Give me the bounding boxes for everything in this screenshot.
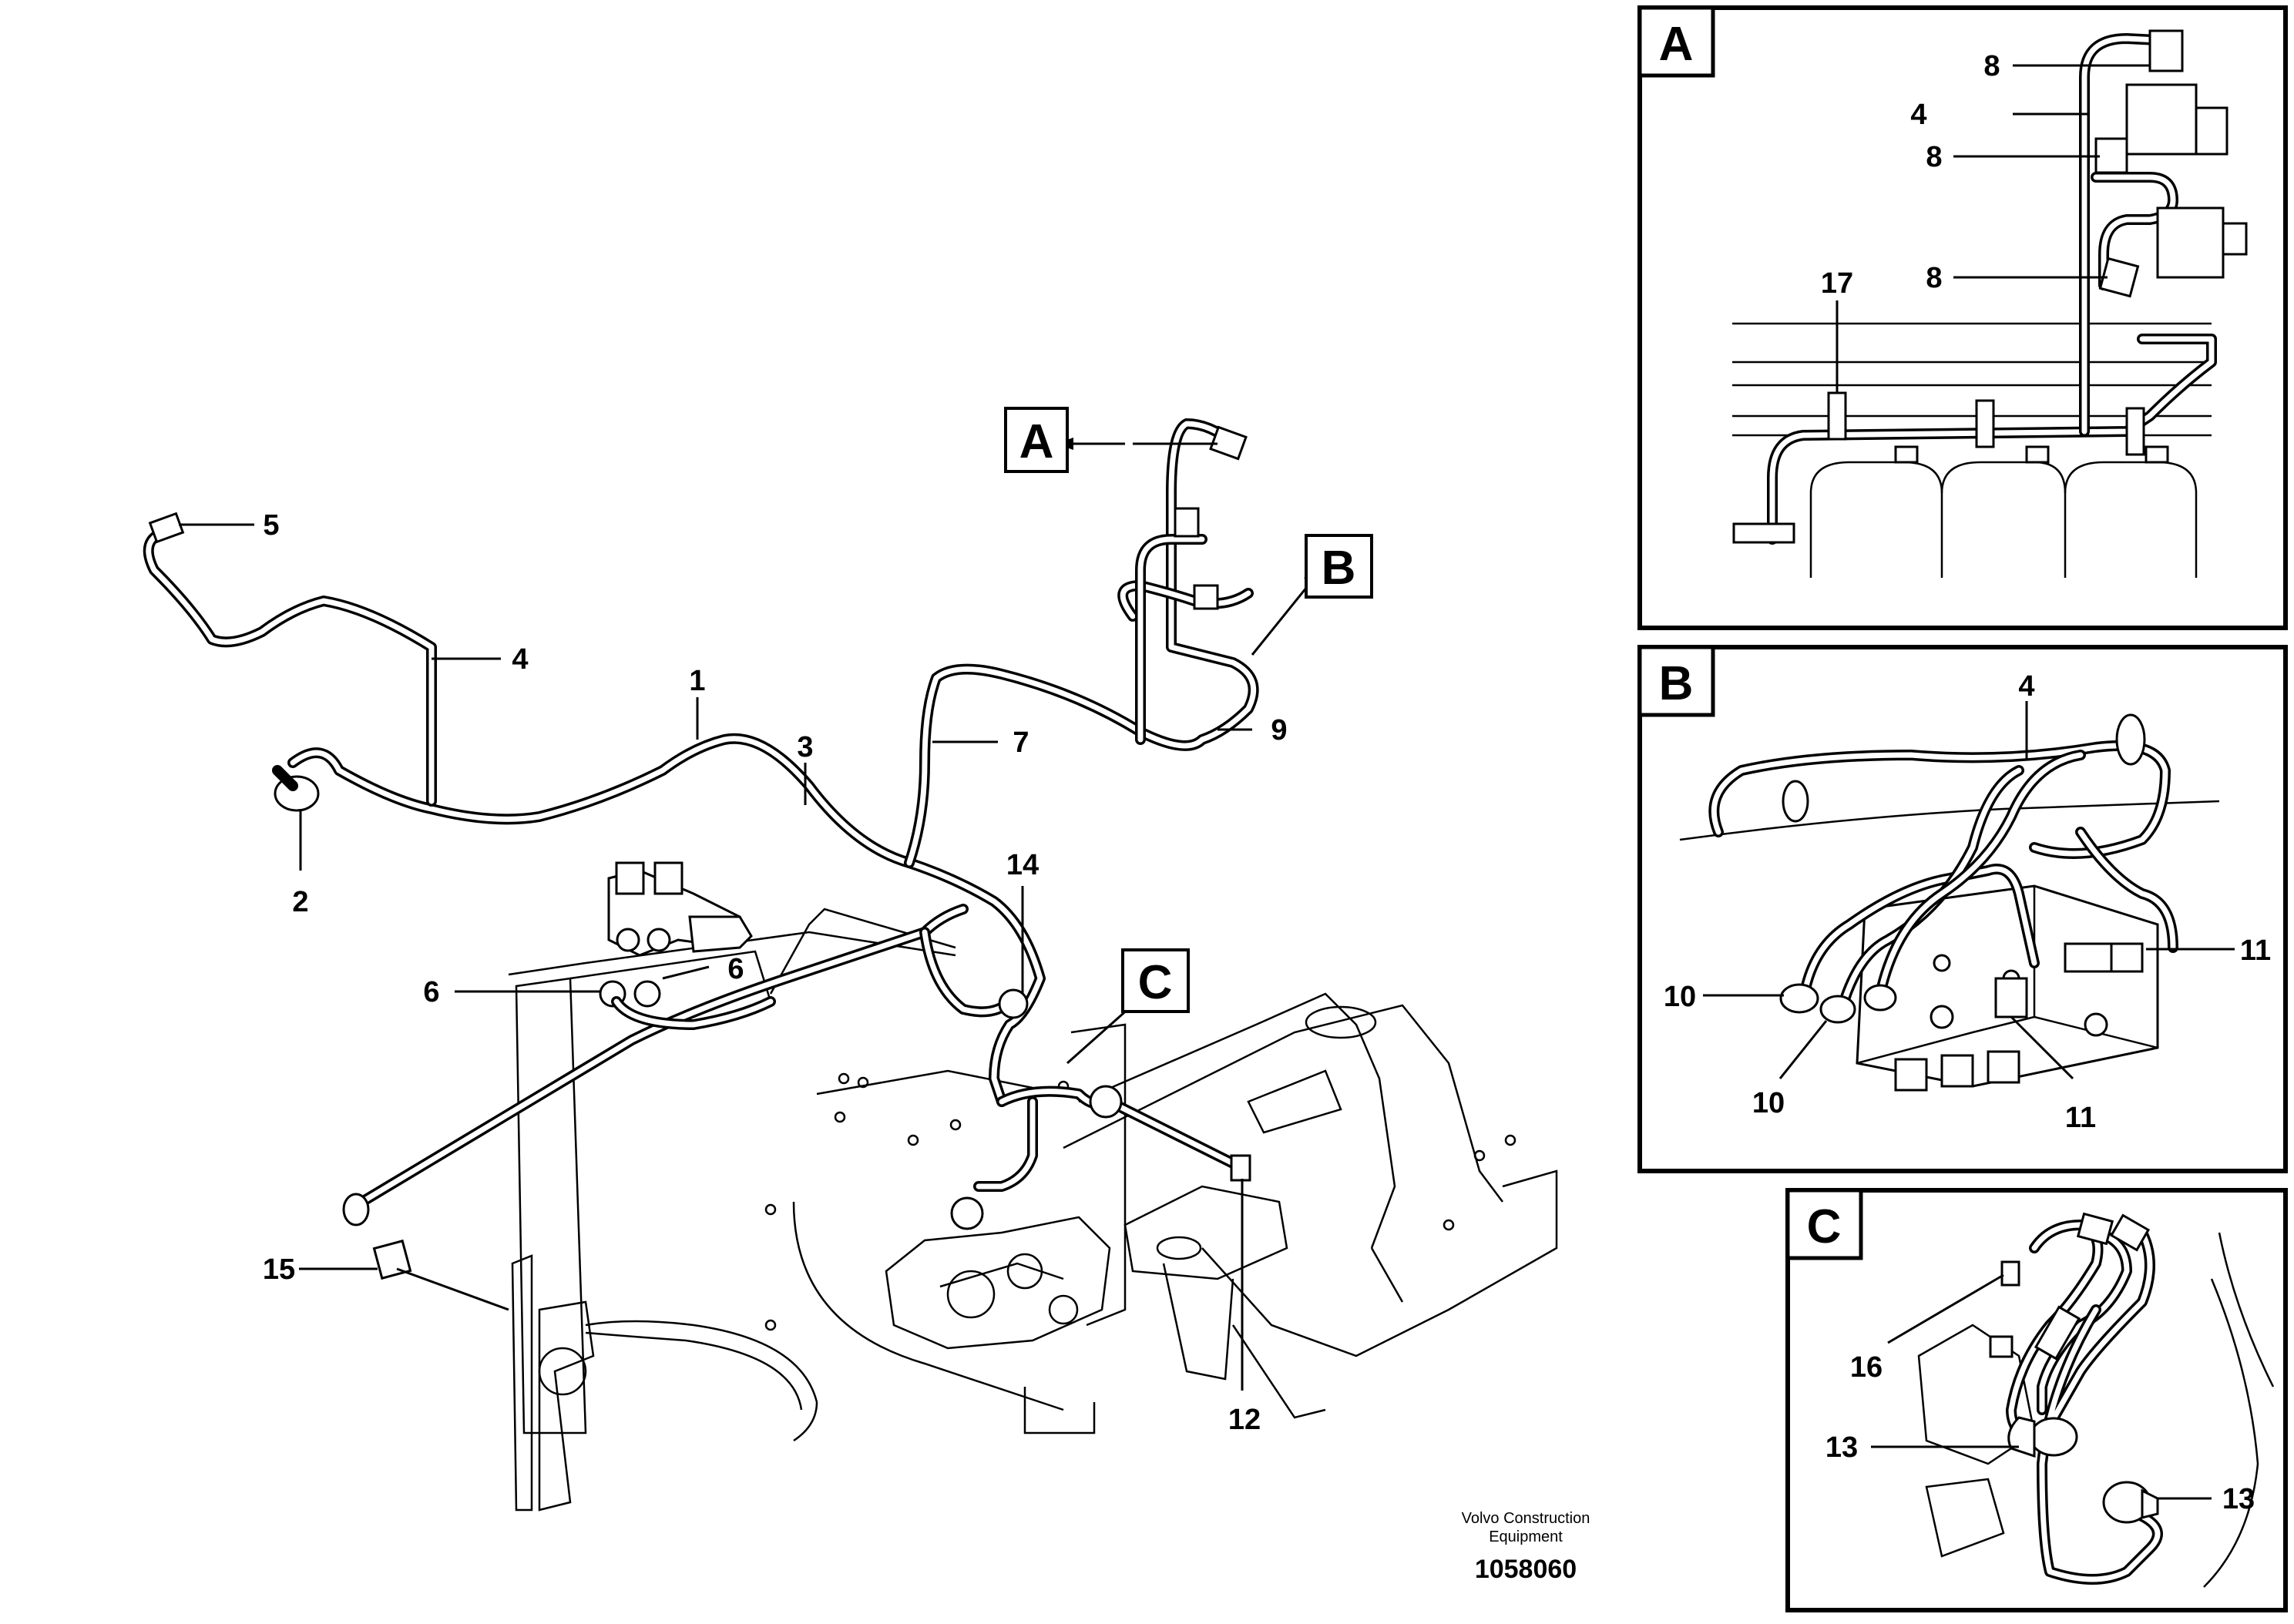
detail-c-callout-13b: 13 [2222,1483,2255,1515]
detail-a-callout-17: 17 [1821,267,1853,300]
detail-a-panel: A 8 4 [1637,5,2288,630]
hose-7 [904,418,1259,868]
callout-3: 3 [797,731,813,763]
callout-14: 14 [1006,849,1039,881]
detail-a-callout-8c: 8 [1926,262,1942,294]
footer-company-line1: Volvo Construction [1462,1510,1590,1527]
detail-c-callout-16: 16 [1850,1351,1883,1384]
callout-12: 12 [1228,1404,1261,1436]
detail-b-callout-4: 4 [2018,670,2034,703]
hose-15 [342,904,1015,1280]
detail-a-callout-8a: 8 [1983,50,2000,82]
hose-1 [272,733,1046,1107]
detail-b-callout-10a: 10 [1664,981,1696,1013]
detail-c-title: C [1807,1200,1842,1253]
detail-a-callout-4: 4 [1910,99,1926,131]
view-marker-b: B [1305,534,1373,599]
detail-a-callout-8b: 8 [1926,141,1942,173]
view-marker-c-label: C [1138,956,1173,1009]
footer-doc-number: 1058060 [1475,1555,1577,1584]
footer-company-line2: Equipment [1489,1528,1563,1545]
valve-block [599,861,753,1008]
detail-b-panel: B 4 10 [1637,645,2288,1173]
mounting-bracket [511,1254,818,1512]
callout-1: 1 [689,665,705,697]
hose-12 [950,988,1251,1230]
hose-4 [143,512,437,807]
callout-2: 2 [292,886,308,918]
main-leaders [179,438,1319,1391]
view-marker-a-label: A [1019,415,1054,468]
view-marker-a: A [1004,407,1069,473]
callout-9: 9 [1271,714,1287,747]
view-marker-c: C [1121,948,1190,1013]
main-callout-labels: 1 2 3 4 5 6 6 7 9 12 14 15 [263,509,1288,1436]
callout-15: 15 [263,1253,295,1286]
detail-c-panel: C 16 13 13 [1785,1188,2288,1612]
callout-7: 7 [1013,726,1029,759]
callout-6a: 6 [423,976,439,1008]
detail-b-callout-11b: 11 [2065,1102,2096,1134]
callout-5: 5 [263,509,279,542]
callout-4: 4 [512,643,528,676]
detail-b-title: B [1659,657,1694,710]
machine-frame [508,908,1558,1434]
callout-6b: 6 [727,953,744,985]
footer: Volvo Construction Equipment 1058060 [1462,1510,1590,1584]
detail-a-title: A [1659,18,1694,71]
view-marker-b-label: B [1322,542,1356,595]
main-view: 1 2 3 4 5 6 6 7 9 12 14 15 A B C [143,407,1558,1512]
detail-b-callout-10b: 10 [1752,1087,1785,1119]
detail-b-callout-11a: 11 [2240,934,2271,967]
detail-c-callout-13a: 13 [1825,1431,1858,1464]
